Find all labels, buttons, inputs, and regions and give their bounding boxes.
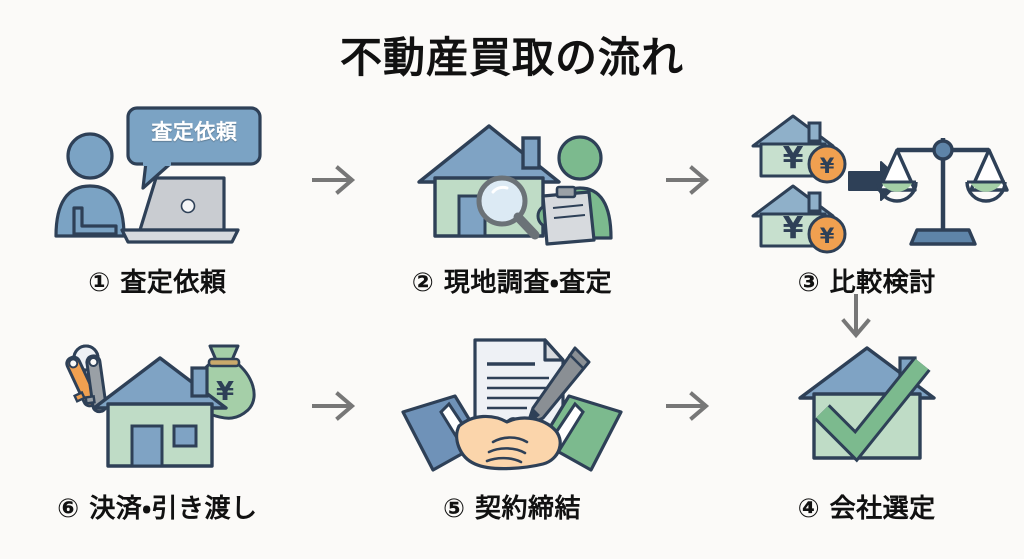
step-5-label: ⑤ 契約締結 [442,494,582,524]
clipboard-icon [541,185,596,246]
step-4[interactable]: ④ 会社選定 [743,330,991,525]
connector-arrow-bottom-2 [651,330,727,482]
yen-coin-1: ¥ [819,154,834,178]
yen-symbol-house-2: ¥ [782,211,803,246]
step-1-artwork: 査定依頼 [33,104,281,256]
speech-bubble-icon [126,106,262,190]
connector-arrow-top-2 [651,104,727,256]
step-3-artwork: ¥ ¥ ¥ ¥ [743,104,1009,256]
handover-icon: ¥ [65,344,256,468]
compare-offers-icon: ¥ ¥ ¥ ¥ [751,114,1009,254]
step-2-artwork [388,104,636,256]
step-3[interactable]: ¥ ¥ ¥ ¥ [743,104,1009,299]
connector-arrow-top-1 [297,104,373,256]
keys-icon [65,344,108,414]
contract-handshake-icon [401,338,623,472]
flow-row-bottom: ¥ ⑥ 決済・引き渡し [0,330,1024,524]
step-5[interactable]: ⑤ 契約締結 [388,330,636,525]
step-1-label: ① 査定依頼 [88,268,227,298]
balance-scale-icon [875,138,1009,246]
speech-bubble-text: 査定依頼 [151,120,238,144]
step-4-artwork [743,330,991,482]
step-5-artwork [388,330,636,482]
house-inspection-icon [417,124,613,246]
priced-house-icon-1: ¥ ¥ [751,114,847,184]
magnifier-icon [476,175,540,240]
step-1[interactable]: 査定依頼 ① 査定依頼 [33,104,281,299]
yen-symbol-bag: ¥ [216,377,234,407]
house-check-icon [797,346,936,463]
house-icon [92,356,229,468]
connector-arrow-bottom-1 [297,330,373,482]
flow-row-top: 査定依頼 ① 査定依頼 [0,104,1024,298]
arrow-right-icon [666,165,710,195]
arrow-right-icon [311,165,355,195]
step-3-label: ③ 比較検討 [797,268,936,298]
yen-symbol-house-1: ¥ [782,141,803,176]
arrow-right-icon [311,391,355,421]
page-title: 不動産買取の流れ [339,33,684,82]
arrow-right-icon [666,391,710,421]
step-4-label: ④ 会社選定 [797,494,936,524]
connector-arrow-down [816,294,896,340]
priced-house-icon-2: ¥ ¥ [751,184,847,254]
arrow-down-icon [841,294,871,339]
step-2-label: ② 現地調査・査定 [411,268,613,298]
step-6-label: ⑥ 決済・引き渡し [57,494,258,524]
step-2[interactable]: ② 現地調査・査定 [388,104,636,299]
step-6-artwork: ¥ [33,330,281,482]
person-at-laptop-icon [54,106,262,244]
person-silhouette-icon [54,132,126,238]
step-6[interactable]: ¥ ⑥ 決済・引き渡し [33,330,281,525]
laptop-icon [120,176,240,244]
checkmark-icon [813,357,931,463]
handshake-icon [455,414,562,471]
yen-coin-2: ¥ [819,224,834,248]
